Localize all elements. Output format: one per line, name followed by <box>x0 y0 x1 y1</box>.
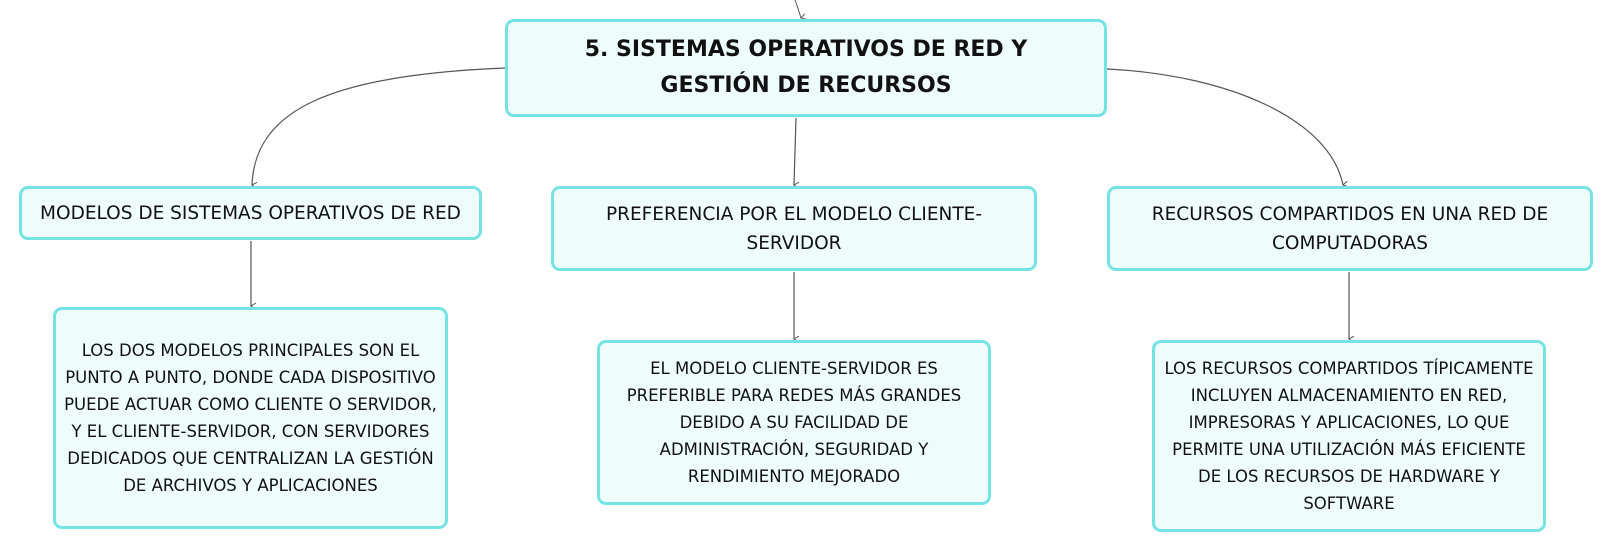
root-topic-title: 5. SISTEMAS OPERATIVOS DE RED Y GESTIÓN … <box>584 37 1028 98</box>
connector-root-to-right <box>1106 68 1343 185</box>
connector-root-to-mid <box>794 117 796 185</box>
root-topic-node[interactable]: 5. SISTEMAS OPERATIVOS DE RED Y GESTIÓN … <box>505 19 1107 117</box>
connector-root-to-left <box>252 67 506 185</box>
detail-node-modelos[interactable]: LOS DOS MODELOS PRINCIPALES SON EL PUNTO… <box>53 307 448 529</box>
branch-label: RECURSOS COMPARTIDOS EN UNA RED DE COMPU… <box>1151 203 1549 254</box>
branch-node-preferencia[interactable]: PREFERENCIA POR EL MODELO CLIENTE-SERVID… <box>551 186 1037 271</box>
detail-node-recursos[interactable]: LOS RECURSOS COMPARTIDOS TÍPICAMENTE INC… <box>1152 340 1546 532</box>
branch-node-recursos[interactable]: RECURSOS COMPARTIDOS EN UNA RED DE COMPU… <box>1107 186 1593 271</box>
detail-node-preferencia[interactable]: EL MODELO CLIENTE-SERVIDOR ES PREFERIBLE… <box>597 340 991 505</box>
connector-parent-to-root <box>794 0 801 18</box>
branch-label: MODELOS DE SISTEMAS OPERATIVOS DE RED <box>40 202 461 224</box>
detail-text: LOS RECURSOS COMPARTIDOS TÍPICAMENTE INC… <box>1164 359 1534 513</box>
branch-label: PREFERENCIA POR EL MODELO CLIENTE-SERVID… <box>605 203 983 254</box>
detail-text: EL MODELO CLIENTE-SERVIDOR ES PREFERIBLE… <box>626 359 962 486</box>
detail-text: LOS DOS MODELOS PRINCIPALES SON EL PUNTO… <box>64 341 437 495</box>
branch-node-modelos[interactable]: MODELOS DE SISTEMAS OPERATIVOS DE RED <box>19 186 482 240</box>
